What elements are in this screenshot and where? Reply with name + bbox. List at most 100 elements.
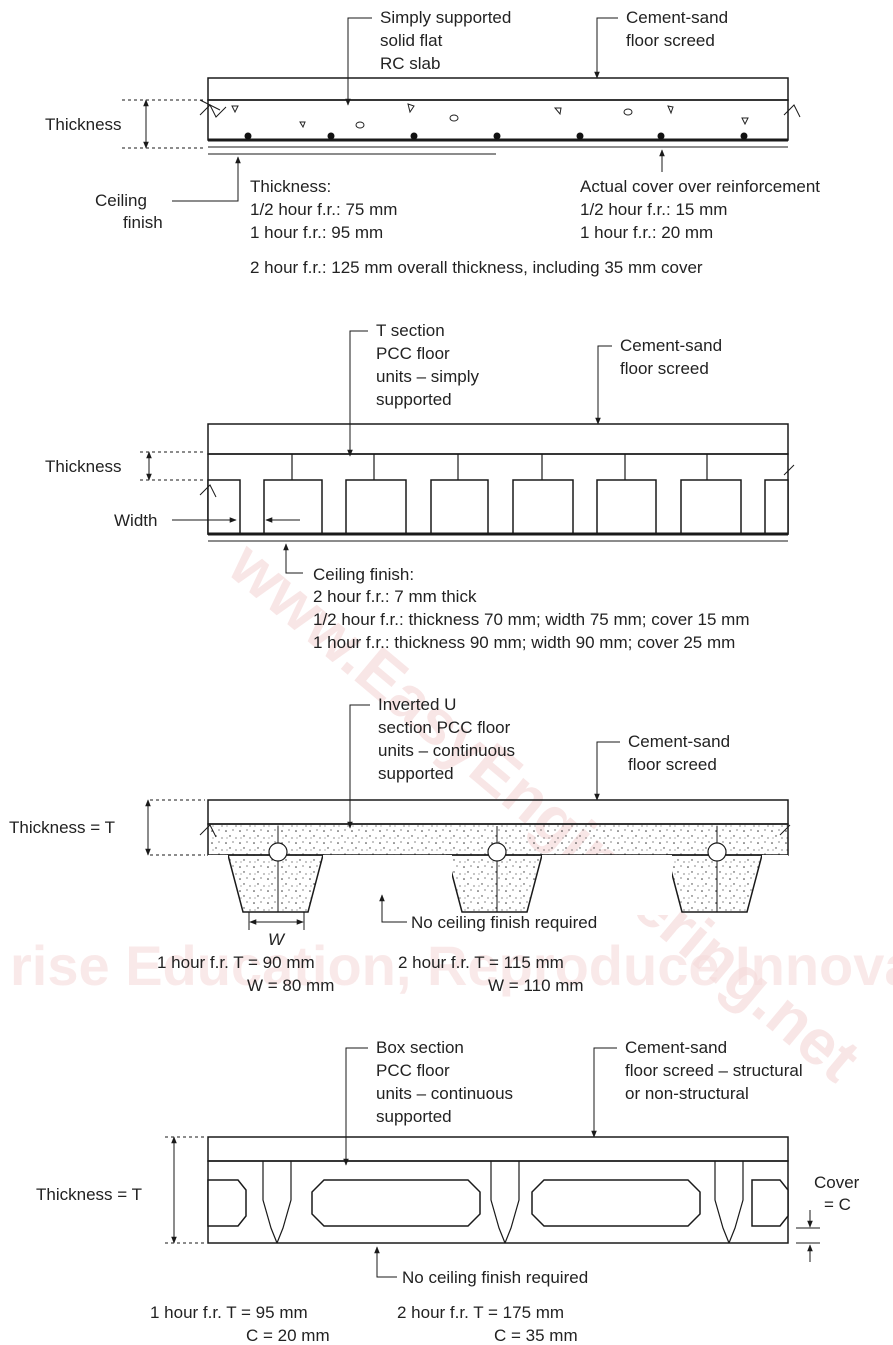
thickness-spec-2: 1/2 hour f.r.: 75 mm [250,200,397,219]
section-1-solid-slab: Simply supported solid flat RC slab Ceme… [45,8,820,277]
rebar [410,132,418,140]
t-unit-void [680,479,742,535]
unit-label-3: units – simply [376,367,479,386]
no-ceiling-note: No ceiling finish required [402,1268,588,1287]
screed-label-2: floor screed [626,31,715,50]
slab-label-3: RC slab [380,54,440,73]
screed-label-1: Cement-sand [625,1038,727,1057]
box-joint [490,1161,520,1244]
rebar [657,132,665,140]
unit-label-2: PCC floor [376,344,450,363]
thickness-label: Thickness [45,457,122,476]
screed-label-2: floor screed [620,359,709,378]
spec-1: Ceiling finish: [313,565,414,584]
spec-left-2: C = 20 mm [246,1326,330,1345]
reinforcement-bars [244,132,748,140]
spec-left-1: 1 hour f.r. T = 90 mm [157,953,315,972]
aggregate-marks [231,103,749,129]
unit-label-1: Inverted U [378,695,456,714]
spec-right-2: W = 110 mm [488,976,584,995]
screed-layer [207,77,789,101]
thickness-label: Thickness = T [9,818,115,837]
u-unit-key [707,842,727,862]
cover-label-2: = C [824,1195,851,1214]
screed-label-1: Cement-sand [620,336,722,355]
spec-4: 1 hour f.r.: thickness 90 mm; width 90 m… [313,633,735,652]
unit-label-4: supported [378,764,454,783]
u-units [207,823,789,915]
box-joint [714,1161,744,1244]
spec-right-1: 2 hour f.r. T = 175 mm [397,1303,564,1322]
slab-label-2: solid flat [380,31,443,50]
section-2-t-section: T section PCC floor units – simply suppo… [45,321,795,652]
u-unit-rib [666,854,763,913]
section1-note: 2 hour f.r.: 125 mm overall thickness, i… [250,258,703,277]
rebar [740,132,748,140]
thickness-label: Thickness [45,115,122,134]
unit-label-4: supported [376,1107,452,1126]
cover-spec-3: 1 hour f.r.: 20 mm [580,223,713,242]
screed-label-1: Cement-sand [628,732,730,751]
t-unit-void [430,479,489,535]
spec-right-2: C = 35 mm [494,1326,578,1345]
cover-label-1: Cover [814,1173,860,1192]
u-unit-void [762,855,788,915]
screed-label-2: floor screed [628,755,717,774]
unit-label-1: Box section [376,1038,464,1057]
box-void [531,1179,701,1227]
spec-right-1: 2 hour f.r. T = 115 mm [398,953,564,972]
unit-label-3: units – continuous [376,1084,513,1103]
unit-label-3: units – continuous [378,741,515,760]
spec-2: 2 hour f.r.: 7 mm thick [313,587,477,606]
section-4-box-section: Box section PCC floor units – continuous… [36,1038,860,1345]
no-ceiling-note: No ceiling finish required [411,913,597,932]
box-void [311,1179,481,1227]
spec-left-2: W = 80 mm [247,976,334,995]
slab-label-1: Simply supported [380,8,511,27]
u-unit-void [208,855,228,915]
rebar [493,132,501,140]
ceiling-label-1: Ceiling [95,191,147,210]
rebar [576,132,584,140]
unit-label-1: T section [376,321,445,340]
thickness-spec-1: Thickness: [250,177,331,196]
screed-label-2: floor screed – structural [625,1061,803,1080]
t-unit-voids [207,454,789,535]
u-unit-rib [227,854,324,913]
box-units [207,1161,789,1244]
unit-label-2: PCC floor [376,1061,450,1080]
unit-label-4: supported [376,390,452,409]
spec-3: 1/2 hour f.r.: thickness 70 mm; width 75… [313,610,750,629]
u-unit-void [323,855,452,915]
thickness-label: Thickness = T [36,1185,142,1204]
rebar [244,132,252,140]
rebar [327,132,335,140]
t-unit-void [207,479,241,535]
box-void-edge [751,1179,789,1227]
t-unit-void [263,479,323,535]
box-void-edge [207,1179,247,1227]
watermark-tagline: rise Education, Reproduce Innovations [10,934,893,997]
ceiling-label-2: finish [123,213,163,232]
t-unit-void [345,479,407,535]
t-unit-void [512,479,574,535]
u-unit-rib [446,854,543,913]
t-unit-void [764,479,789,535]
u-unit-void [542,855,672,915]
screed-layer [207,1136,789,1162]
box-units-band [207,1160,789,1244]
u-unit-key [268,842,288,862]
cover-spec-2: 1/2 hour f.r.: 15 mm [580,200,727,219]
width-label: Width [114,511,157,530]
screed-layer [207,423,789,455]
section-3-inverted-u: Inverted U section PCC floor units – con… [9,695,791,995]
u-unit-key [487,842,507,862]
unit-label-2: section PCC floor [378,718,511,737]
box-joint [262,1161,292,1244]
screed-label-1: Cement-sand [626,8,728,27]
spec-left-1: 1 hour f.r. T = 95 mm [150,1303,308,1322]
cover-spec-1: Actual cover over reinforcement [580,177,820,196]
screed-label-3: or non-structural [625,1084,749,1103]
